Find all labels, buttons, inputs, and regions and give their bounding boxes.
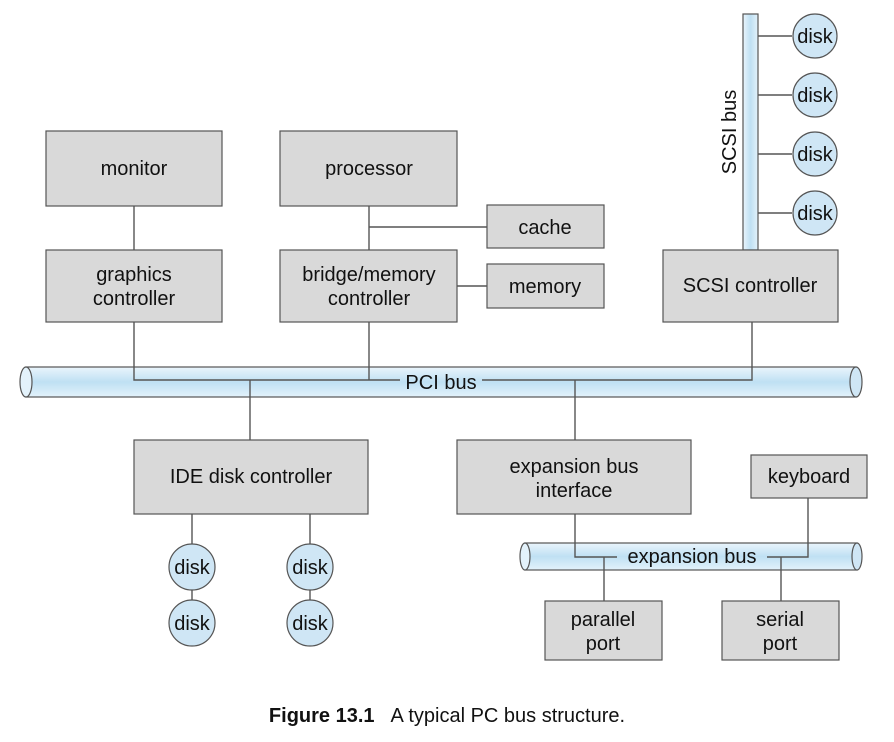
parallel-port-box: parallel port — [544, 600, 663, 661]
scsi-controller-box: SCSI controller — [662, 249, 839, 323]
ide-disk: disk — [168, 543, 216, 591]
ide-disk-label: disk — [174, 557, 211, 579]
scsi-bus — [742, 13, 759, 251]
monitor-box: monitor — [45, 130, 223, 207]
graphics-controller-box: graphics controller — [45, 249, 223, 323]
expansion-interface-label-line2: interface — [536, 480, 613, 502]
pci-bus-label: PCI bus — [405, 372, 476, 394]
ide-disk-label: disk — [292, 557, 329, 579]
scsi-disk-label: disk — [797, 26, 834, 48]
ide-disk: disk — [286, 543, 334, 591]
cache-box: cache — [486, 204, 605, 249]
memory-box: memory — [486, 263, 605, 309]
memory-label: memory — [509, 276, 581, 298]
graphics-controller-label-line1: graphics — [96, 264, 172, 286]
parallel-port-label-line1: parallel — [571, 609, 635, 631]
scsi-disk: disk — [792, 131, 838, 177]
monitor-label: monitor — [101, 158, 168, 180]
pci-bus — [19, 366, 863, 398]
scsi-disk-label: disk — [797, 144, 834, 166]
expansion-bus-label: expansion bus — [628, 546, 757, 568]
processor-label: processor — [325, 158, 413, 180]
serial-port-box: serial port — [721, 600, 840, 661]
keyboard-box: keyboard — [750, 454, 868, 499]
bridge-controller-label-line1: bridge/memory — [302, 264, 435, 286]
graphics-controller-label-line2: controller — [93, 288, 176, 310]
scsi-disk: disk — [792, 190, 838, 236]
parallel-port-label-line2: port — [586, 633, 621, 655]
connection-wires — [133, 35, 809, 601]
scsi-disk-label: disk — [797, 203, 834, 225]
scsi-controller-label: SCSI controller — [683, 275, 818, 297]
ide-disk-label: disk — [292, 613, 329, 635]
ide-disk-controller-label: IDE disk controller — [170, 466, 333, 488]
scsi-disk: disk — [792, 72, 838, 118]
processor-box: processor — [279, 130, 458, 207]
serial-port-label-line2: port — [763, 633, 798, 655]
cache-label: cache — [518, 217, 571, 239]
expansion-bus-interface-box: expansion bus interface — [456, 439, 692, 515]
keyboard-label: keyboard — [768, 466, 850, 488]
ide-disk: disk — [168, 599, 216, 647]
scsi-bus-label: SCSI bus — [719, 90, 741, 174]
figure-title: A typical PC bus structure. — [390, 705, 626, 727]
ide-disk-controller-box: IDE disk controller — [133, 439, 369, 515]
bridge-memory-controller-box: bridge/memory controller — [279, 249, 458, 323]
figure-caption: Figure 13.1 A typical PC bus structure. — [0, 705, 894, 728]
bridge-controller-label-line2: controller — [328, 288, 411, 310]
scsi-disk-label: disk — [797, 85, 834, 107]
ide-disk: disk — [286, 599, 334, 647]
figure-number: Figure 13.1 — [268, 705, 375, 727]
expansion-interface-label-line1: expansion bus — [510, 456, 639, 478]
serial-port-label-line1: serial — [756, 609, 804, 631]
scsi-disk: disk — [792, 13, 838, 59]
ide-disk-label: disk — [174, 613, 211, 635]
